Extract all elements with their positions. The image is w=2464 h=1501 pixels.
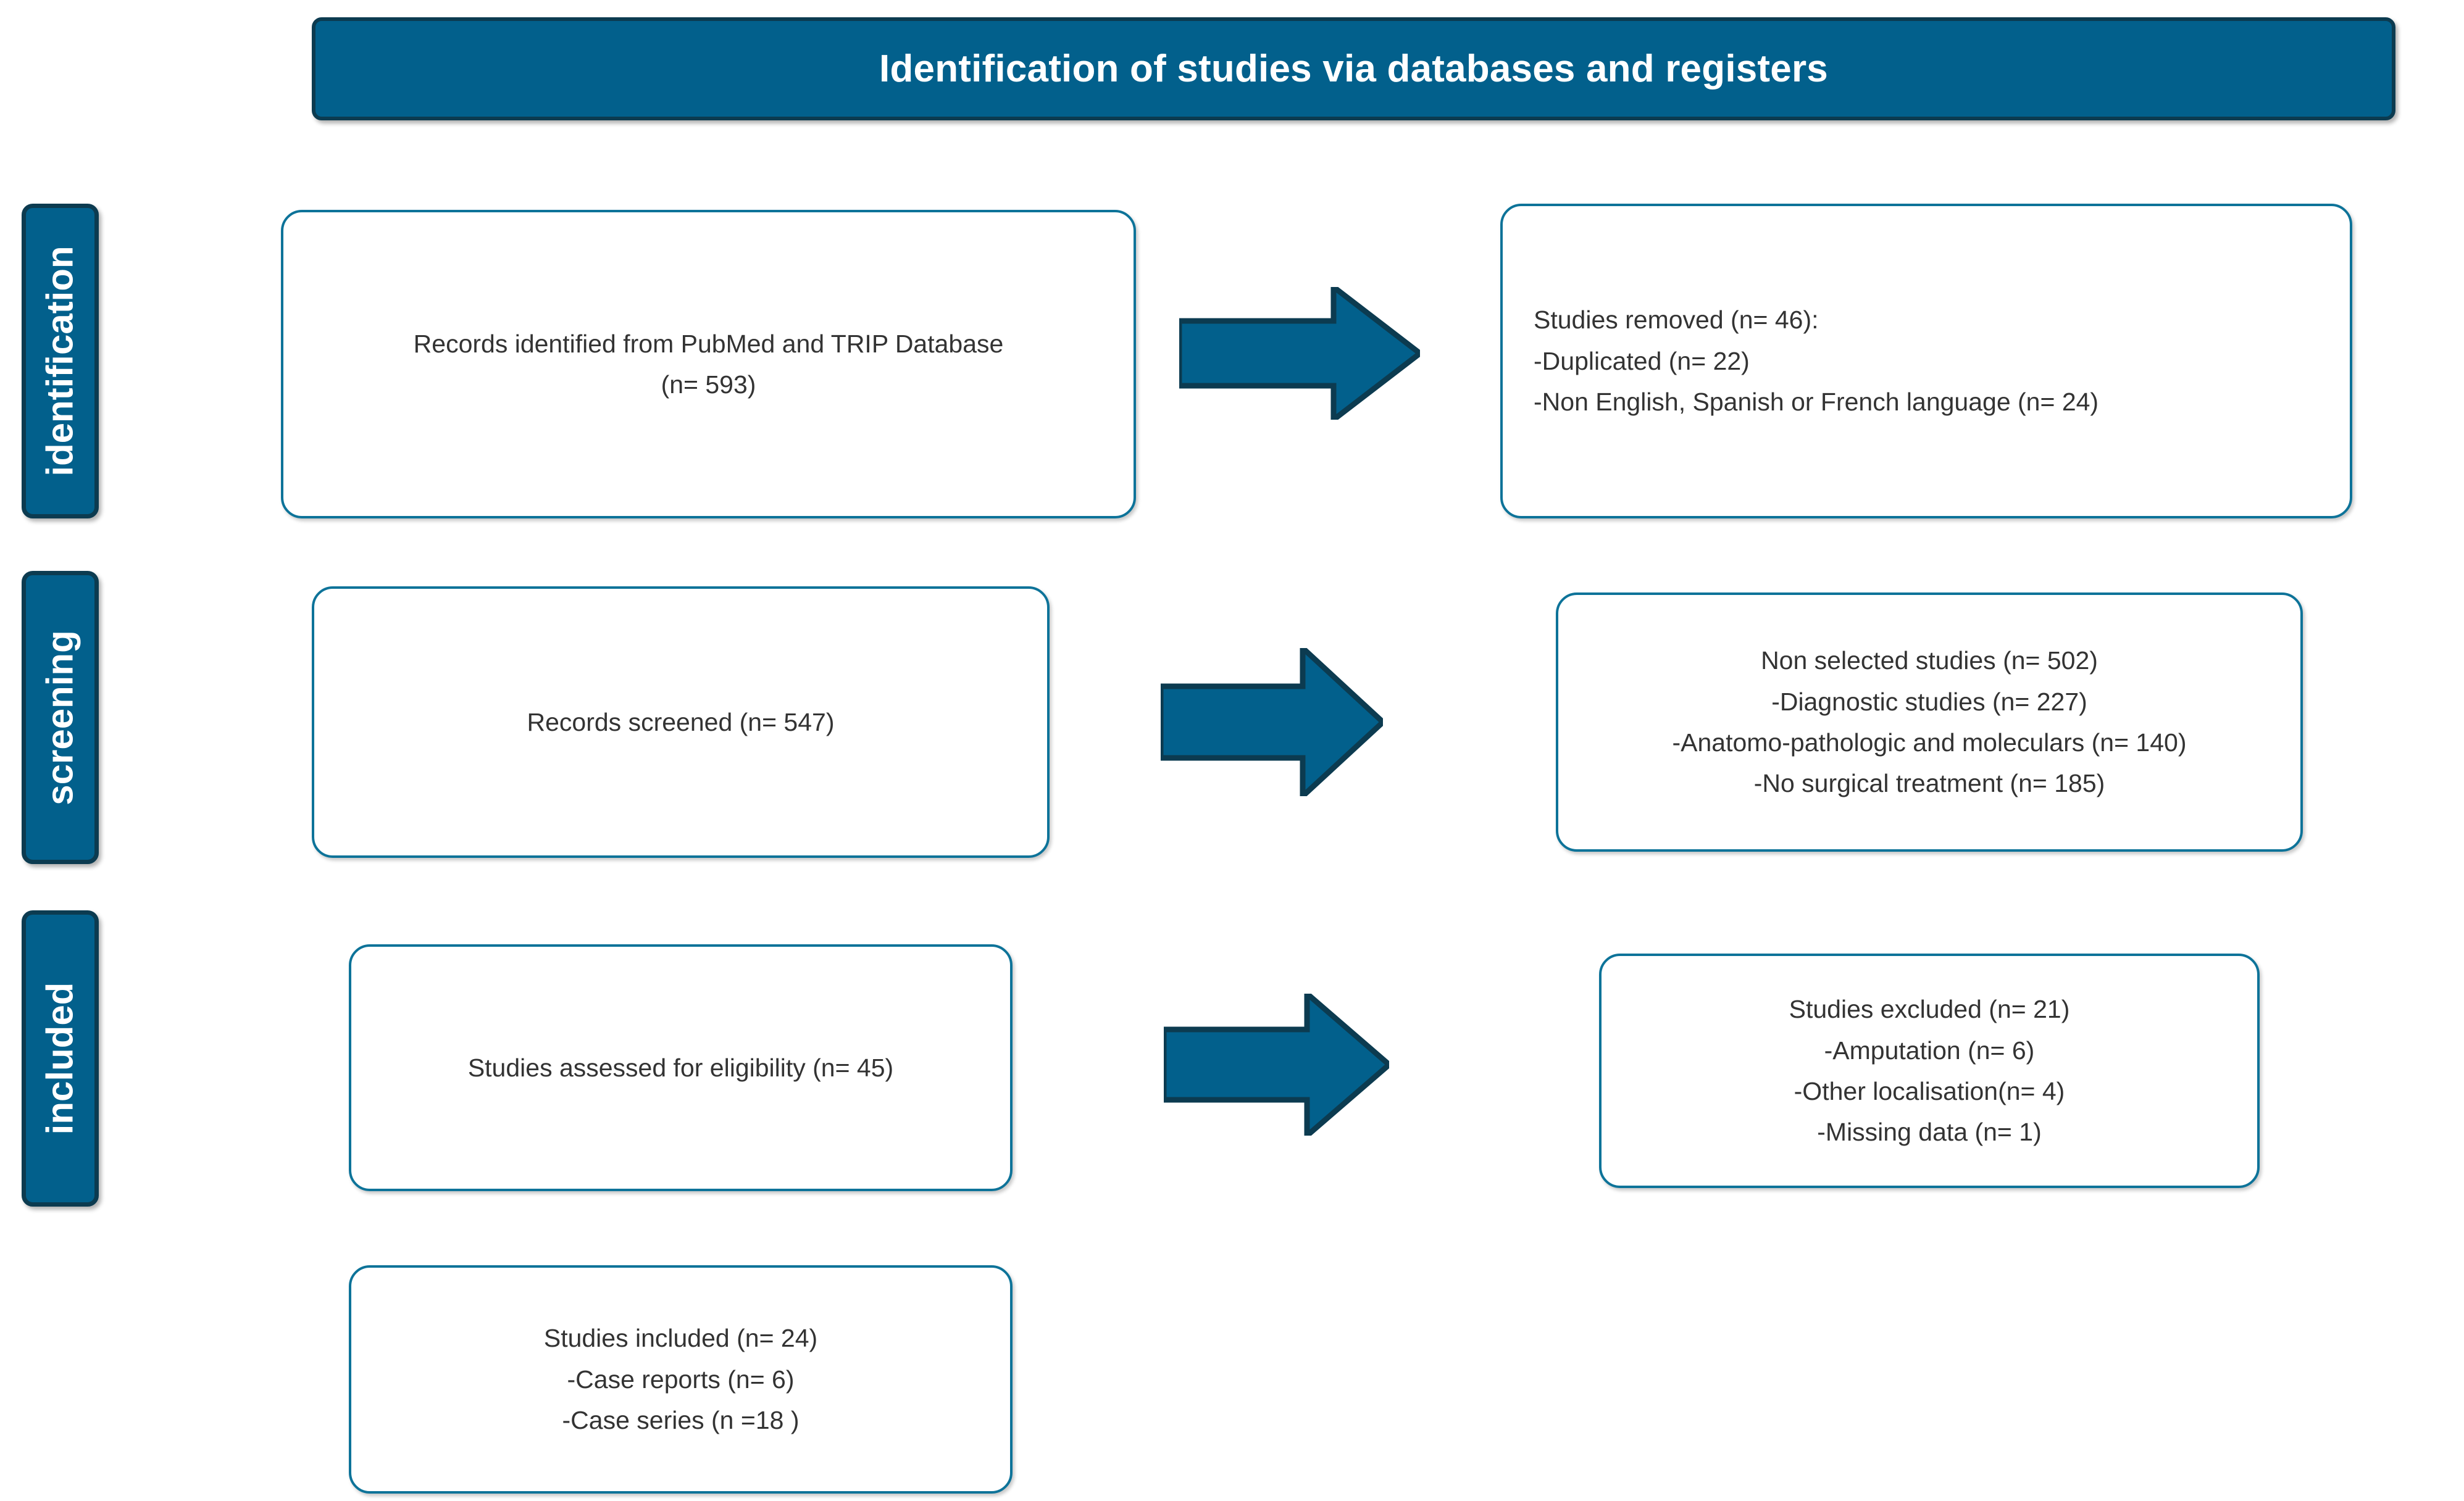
stage-tab-identification-label: identification [39,246,81,476]
box-records-identified-text: Records identified from PubMed and TRIP … [283,323,1134,405]
box-studies-included: Studies included (n= 24) -Case reports (n… [349,1265,1013,1494]
box-studies-assessed-text: Studies assessed for eligibility (n= 45) [351,1047,1010,1088]
stage-tab-included: included [22,910,99,1207]
box-records-identified: Records identified from PubMed and TRIP … [281,210,1136,518]
box-text-line: Studies included (n= 24) [543,1324,818,1353]
right-block-arrow-icon [1179,287,1420,420]
right-block-arrow-icon [1164,994,1389,1136]
right-block-arrow-icon [1161,648,1383,796]
box-text-line: -No surgical treatment (n= 185) [1753,769,2105,798]
box-text-line: -Non English, Spanish or French language… [1534,388,2099,417]
box-studies-removed: Studies removed (n= 46): -Duplicated (n= … [1500,204,2352,518]
stage-tab-identification: identification [22,204,99,518]
box-text-line: -Case series (n =18 ) [562,1406,800,1435]
box-studies-excluded-text: Studies excluded (n= 21) -Amputation (n= … [1602,989,2257,1153]
box-non-selected-studies: Non selected studies (n= 502) -Diagnostic… [1556,592,2303,852]
box-text-line: Studies excluded (n= 21) [1789,995,2070,1024]
box-studies-included-text: Studies included (n= 24) -Case reports (n… [351,1318,1010,1441]
box-studies-assessed: Studies assessed for eligibility (n= 45) [349,944,1013,1191]
box-text-line: -Duplicated (n= 22) [1534,346,1750,375]
box-text-line: -Anatomo-pathologic and moleculars (n= 1… [1672,728,2187,757]
box-text-line: Non selected studies (n= 502) [1761,646,2098,675]
box-studies-excluded: Studies excluded (n= 21) -Amputation (n= … [1599,954,2260,1188]
box-text-line: (n= 593) [661,370,756,399]
box-text-line: Records screened (n= 547) [527,707,835,736]
box-text-line: -Diagnostic studies (n= 227) [1771,687,2087,716]
box-text-line: Studies assessed for eligibility (n= 45) [467,1053,894,1082]
diagram-title-banner: Identification of studies via databases … [312,17,2395,120]
stage-tab-screening-label: screening [39,630,81,805]
box-non-selected-studies-text: Non selected studies (n= 502) -Diagnostic… [1558,640,2300,804]
box-records-screened: Records screened (n= 547) [312,586,1050,858]
box-text-line: -Other localisation(n= 4) [1794,1077,2065,1105]
box-text-line: -Missing data (n= 1) [1817,1118,2042,1147]
box-text-line: -Amputation (n= 6) [1824,1036,2035,1065]
diagram-title-text: Identification of studies via databases … [879,48,1828,90]
box-text-line: -Case reports (n= 6) [567,1365,795,1394]
box-studies-removed-text: Studies removed (n= 46): -Duplicated (n= … [1503,299,2350,422]
stage-tab-screening: screening [22,571,99,864]
box-text-line: Records identified from PubMed and TRIP … [413,329,1004,358]
box-records-screened-text: Records screened (n= 547) [314,702,1047,742]
stage-tab-included-label: included [39,982,81,1135]
box-text-line: Studies removed (n= 46): [1534,306,1819,335]
